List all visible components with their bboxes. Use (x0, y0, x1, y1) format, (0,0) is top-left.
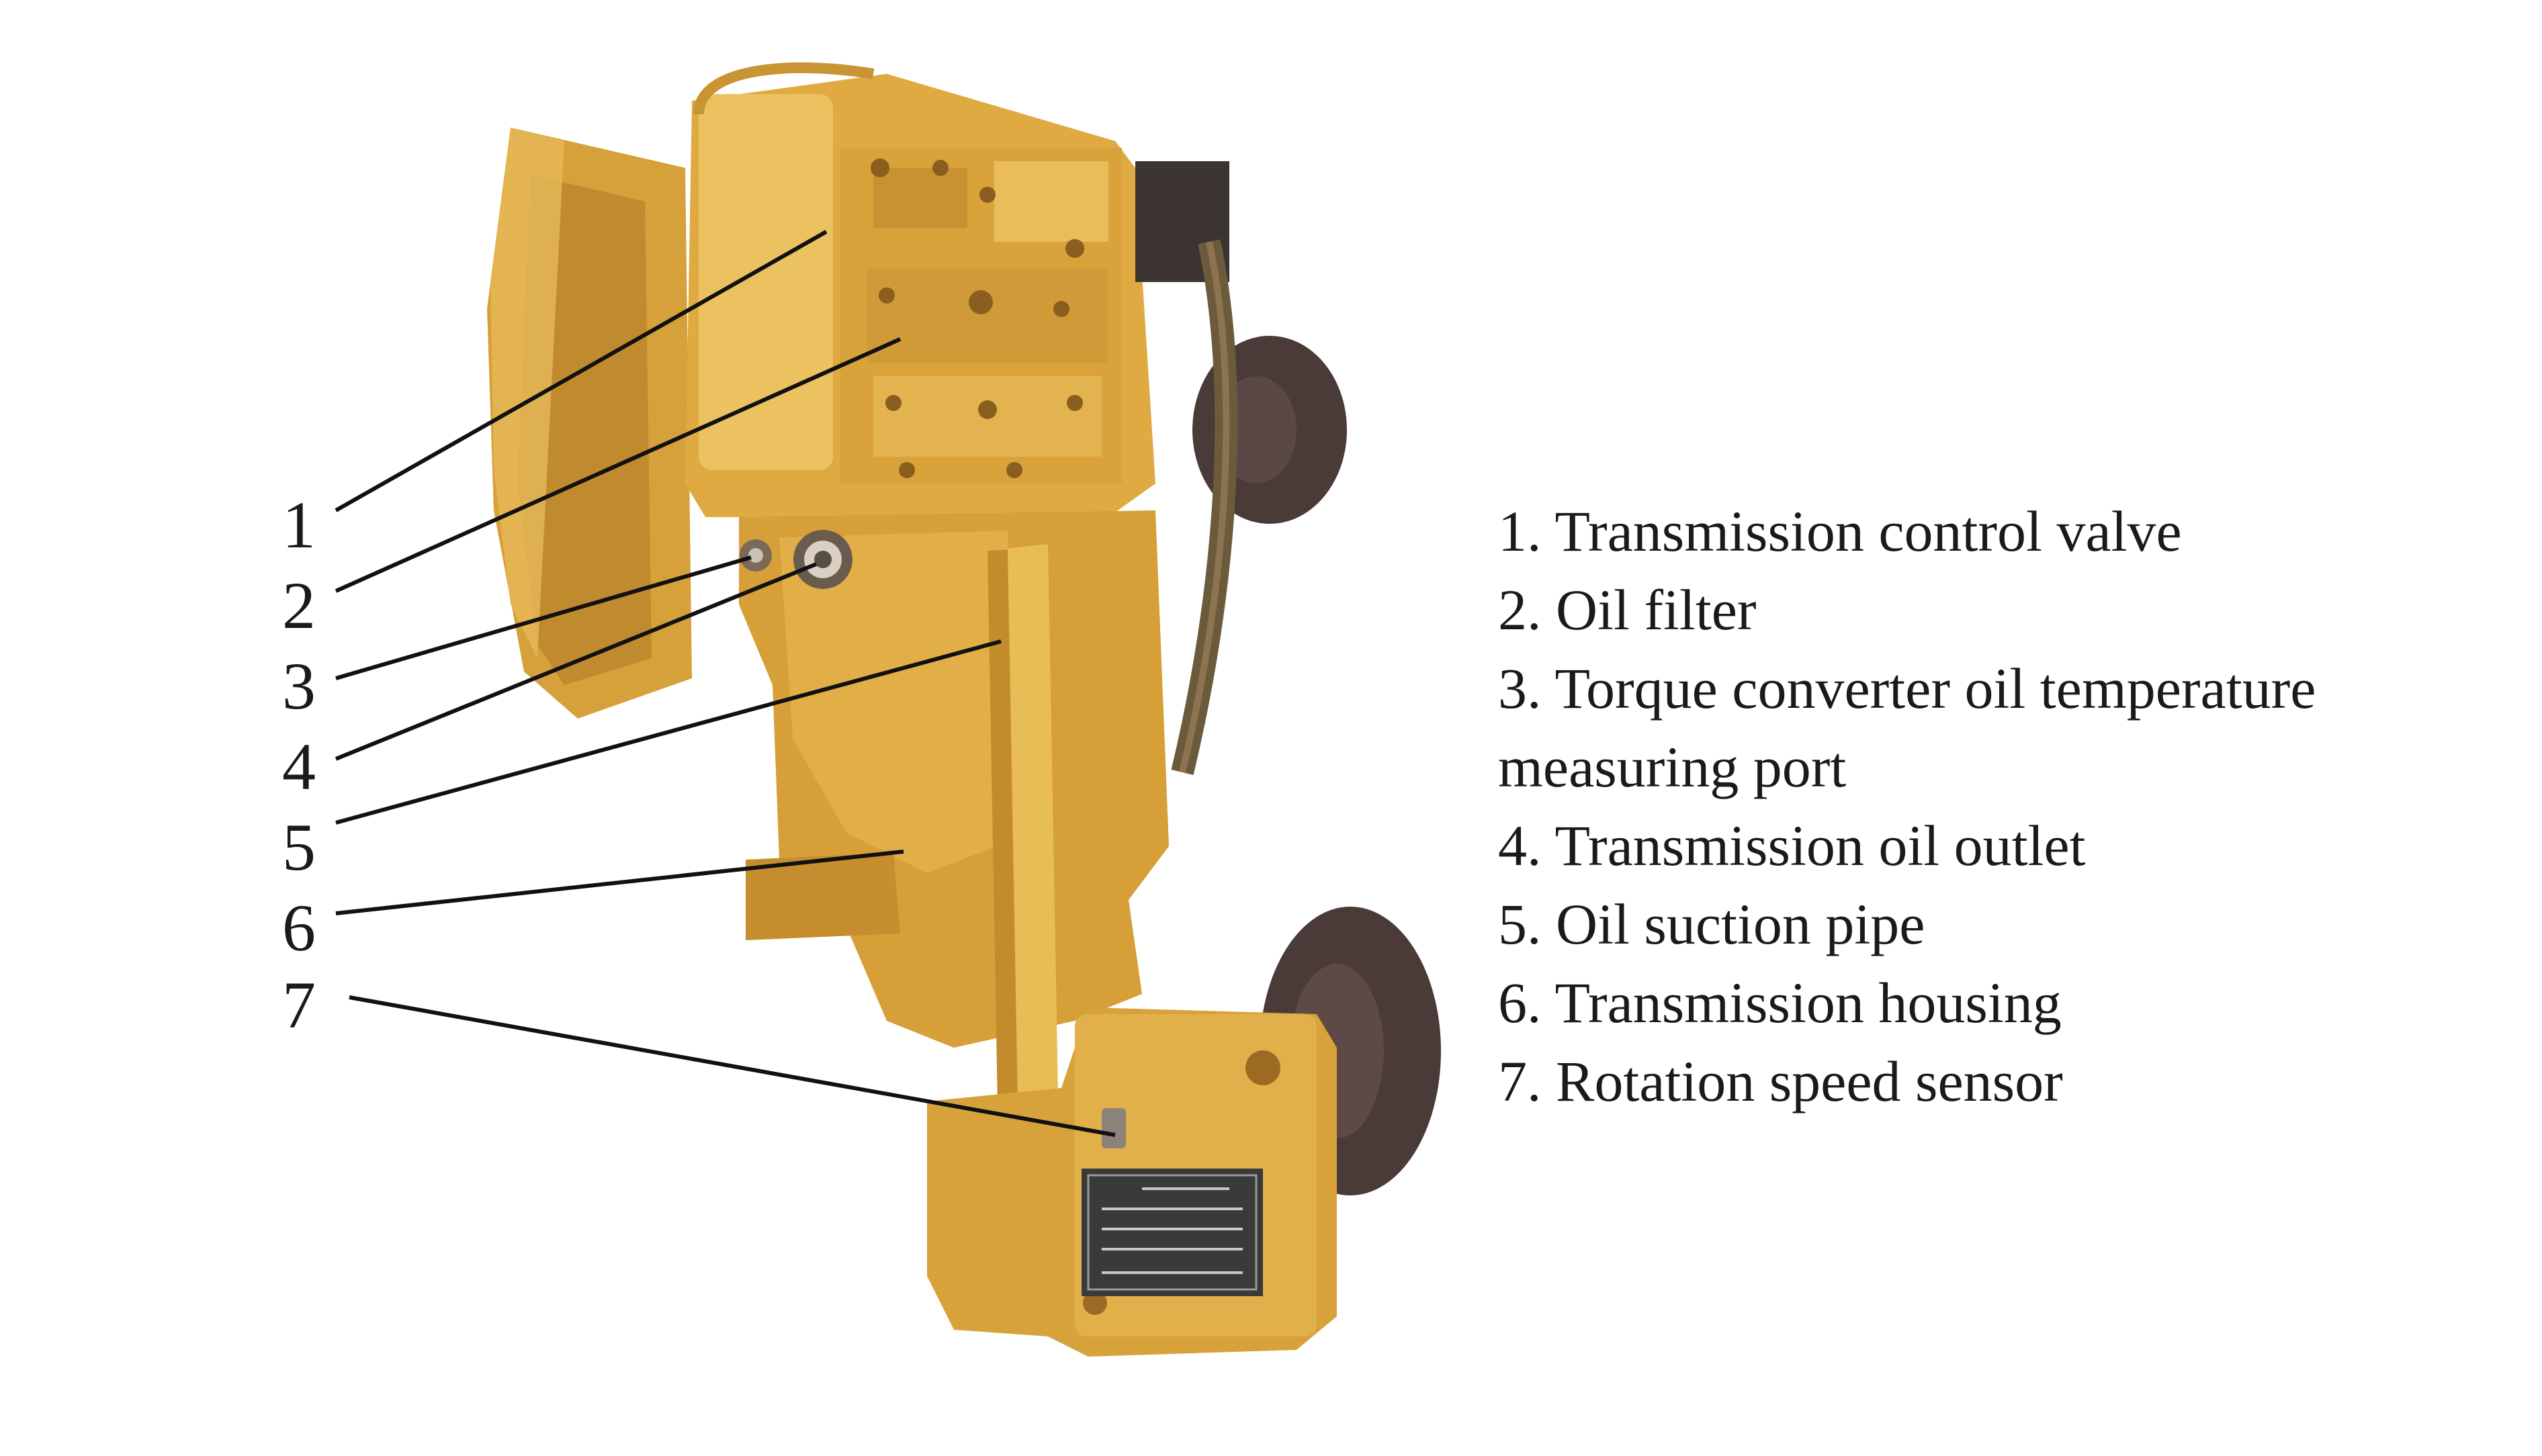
legend-item-7: 7. Rotation speed sensor (1498, 1049, 2063, 1113)
legend-item-6: 6. Transmission housing (1498, 970, 2062, 1035)
legend-item-1: 1. Transmission control valve (1498, 499, 2182, 563)
callout-7: 7 (282, 968, 316, 1042)
callout-numbers: 1 2 3 4 5 6 7 (282, 488, 316, 1042)
leader-line-6 (335, 850, 904, 915)
speed-sensor (1102, 1108, 1126, 1148)
legend-item-5: 5. Oil suction pipe (1498, 892, 1925, 956)
leader-line-4 (335, 562, 818, 761)
leader-line-5 (335, 639, 1002, 825)
leader-line-2 (335, 337, 902, 593)
legend-item-2: 2. Oil filter (1498, 578, 1757, 642)
callout-1: 1 (282, 488, 316, 562)
leader-lines (335, 230, 1116, 1137)
leader-line-1 (335, 230, 828, 512)
legend-item-3: 3. Torque converter oil temperature (1498, 656, 2316, 721)
legend-item-4: 4. Transmission oil outlet (1498, 813, 2086, 878)
callout-5: 5 (282, 810, 316, 884)
callout-2: 2 (282, 568, 316, 643)
callout-3: 3 (282, 649, 316, 723)
leader-line-3 (335, 555, 752, 680)
callout-6: 6 (282, 891, 316, 965)
legend-item-3-continued: measuring port (1498, 735, 1846, 799)
callout-4: 4 (282, 729, 316, 804)
nameplate (1082, 1169, 1263, 1296)
legend: 1. Transmission control valve 2. Oil fil… (1498, 499, 2316, 1113)
transmission-illustration (487, 62, 1441, 1357)
leader-line-7 (349, 995, 1116, 1137)
